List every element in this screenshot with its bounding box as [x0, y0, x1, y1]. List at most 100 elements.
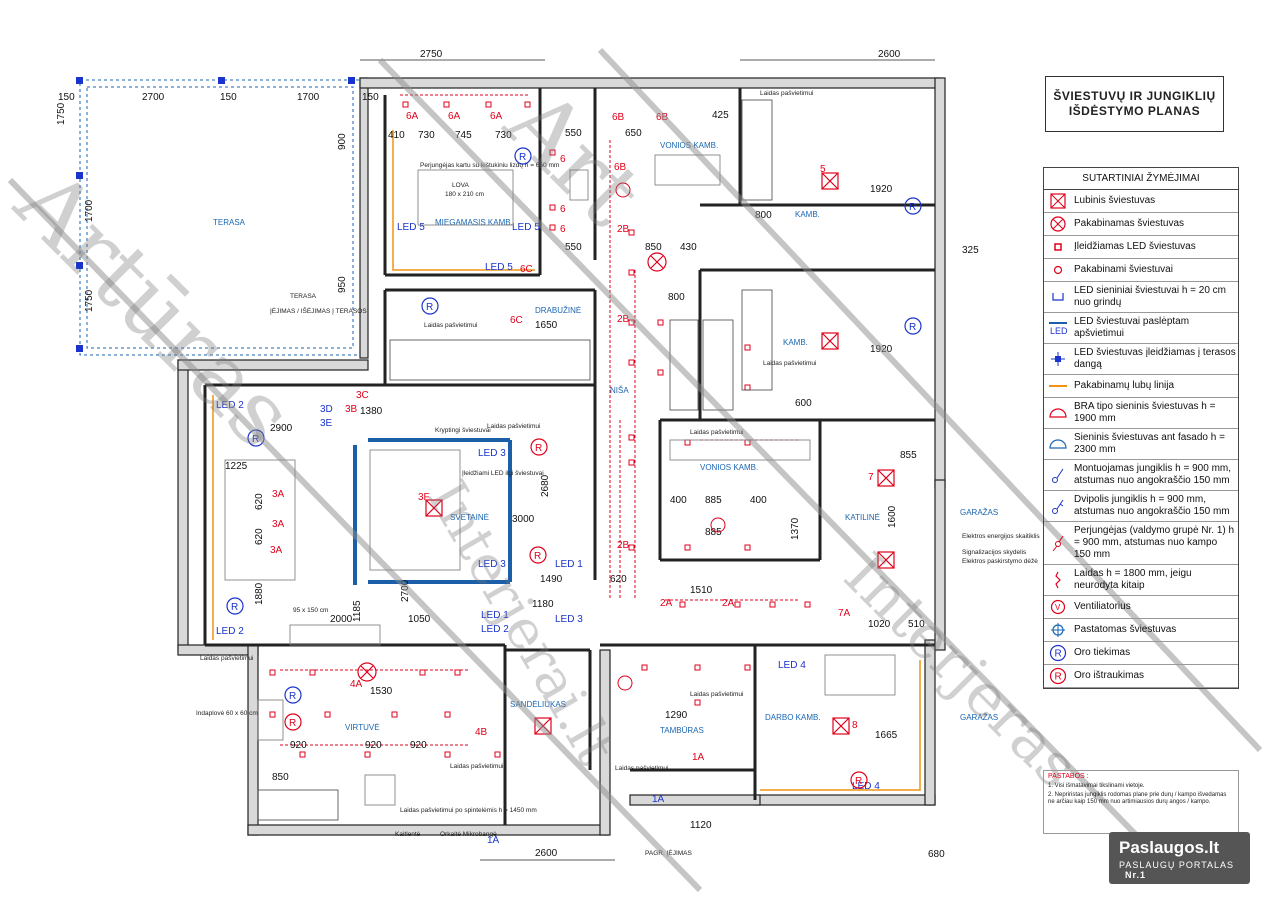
dim-top-150b: 150: [220, 92, 237, 103]
terrace-leds: [76, 77, 355, 352]
dim-620b: 620: [254, 528, 265, 545]
dim-620a: 620: [254, 493, 265, 510]
dim-745: 745: [455, 130, 472, 141]
air-mark-8: R: [535, 443, 542, 454]
circuit-6a-1: 6A: [406, 111, 419, 122]
dim-1600: 1600: [887, 505, 898, 528]
switch-icon: [1044, 466, 1072, 484]
dim-left-1750a: 1750: [56, 102, 67, 125]
led-2-c: LED 2: [481, 624, 509, 635]
circuit-4a: 4A: [350, 679, 363, 690]
wire-icon: [1044, 571, 1072, 589]
badge-subtitle: PASLAUGŲ PORTALAS Nr.1: [1109, 858, 1250, 882]
legend-label: Montuojamas jungiklis h = 900 mm, atstum…: [1074, 463, 1232, 486]
air-mark-9: R: [534, 551, 541, 562]
komoda-size-label: 95 x 150 cm: [293, 607, 328, 614]
pendant-small-icon: [1044, 265, 1072, 275]
terasa-door-label: TERASA: [290, 293, 317, 300]
legend-label: BRA tipo sieninis šviestuvas h = 1900 mm: [1074, 401, 1216, 424]
signalizacijos-label: Signalizacijos skydelis: [962, 549, 1027, 556]
plan-title: ŠVIESTUVŲ IR JUNGIKLIŲ IŠDĖSTYMO PLANAS: [1045, 76, 1224, 132]
wall-led-icon: [1044, 291, 1072, 303]
legend-row: Pakabinami šviestuvai: [1044, 259, 1238, 282]
led-5-c: LED 5: [485, 262, 513, 273]
circuit-8: 8: [852, 720, 858, 731]
circuit-3a-3: 3A: [270, 545, 283, 556]
paskirstymo-label: Elektros paskirstymo dėžė: [962, 558, 1038, 565]
dim-1920a: 1920: [870, 184, 893, 195]
plan-title-line-1: ŠVIESTUVŲ IR JUNGIKLIŲ: [1053, 89, 1216, 103]
legend-label: Pakabinamas šviestuvas: [1074, 218, 1185, 229]
dim-850b: 850: [645, 242, 662, 253]
svg-text:R: R: [1055, 672, 1062, 683]
air-marks: R R R R R R R R R R R: [226, 147, 922, 789]
bed-size: 180 x 210 cm: [445, 191, 484, 198]
paslaugos-badge[interactable]: Paslaugos.lt PASLAUGŲ PORTALAS Nr.1: [1109, 832, 1250, 884]
legend-label: LED sieniniai šviestuvai h = 20 cm nuo g…: [1074, 285, 1227, 308]
dim-top-2600: 2600: [878, 49, 901, 60]
notes-title: PASTABOS :: [1048, 773, 1089, 780]
pagr-iejimas: PAGR. ĮĖJIMAS: [645, 848, 692, 857]
dim-1370: 1370: [790, 517, 801, 540]
room-vonios-2: VONIOS KAMB.: [700, 463, 758, 472]
po-spintele-label: Laidas pašvietimui po spintelėmis h = 14…: [400, 807, 537, 814]
legend-label: Perjungėjas (valdymo grupė Nr. 1) h = 90…: [1074, 525, 1235, 560]
note-1: 1. Visi išmatavimai tikslinami vietoje.: [1048, 783, 1145, 789]
room-garazas-2: GARAŽAS: [960, 713, 998, 722]
recessed-led-icon: [1044, 242, 1072, 252]
circuit-2b-2: 2B: [617, 314, 630, 325]
iejimas-terasos: ĮĖJIMAS / IŠĖJIMAS Į TERASOS: [270, 306, 367, 315]
dim-top-2700: 2700: [142, 92, 165, 103]
dim-bottom-680: 680: [928, 849, 945, 860]
fixtures: [224, 154, 896, 806]
air-mark-1: R: [519, 152, 526, 163]
legend-row: Pakabinamas šviestuvas: [1044, 213, 1238, 236]
svg-text:LED: LED: [1050, 326, 1068, 336]
circuit-2b-1: 2B: [617, 224, 630, 235]
air-mark-10: R: [855, 776, 862, 787]
room-katiline: KATILINĖ: [845, 513, 880, 522]
dim-600: 600: [795, 398, 812, 409]
svg-text:V: V: [1055, 603, 1061, 612]
watermark-lines: [7, 47, 1263, 893]
air-supply-icon: R: [1044, 644, 1072, 662]
bed-label: LOVA: [452, 182, 470, 189]
legend-label: Pastatomas šviestuvas: [1074, 624, 1177, 635]
dim-1665: 1665: [875, 730, 898, 741]
dim-850: 850: [272, 772, 289, 783]
badge-title: Paslaugos.lt: [1119, 838, 1220, 857]
laidas-label-9: Laidas pašvietimui: [615, 765, 668, 772]
dim-1020: 1020: [868, 619, 891, 630]
dim-top-2750: 2750: [420, 49, 443, 60]
circuit-6c-1: 6C: [520, 264, 533, 275]
indaplove-label: Indaplovė 60 x 60 cm: [196, 710, 258, 717]
dim-920c: 920: [410, 740, 427, 751]
dim-1050: 1050: [408, 614, 431, 625]
dim-left-1750b: 1750: [84, 289, 95, 312]
dim-1880: 1880: [254, 582, 265, 605]
air-mark-5: R: [252, 434, 259, 445]
air-mark-2: R: [909, 202, 916, 213]
circuit-6-1: 6: [560, 154, 566, 165]
legend-row: LED šviestuvas įleidžiamas į terasos dan…: [1044, 344, 1238, 375]
circuit-3c: 3C: [356, 390, 369, 401]
air-mark-11: R: [289, 718, 296, 729]
dim-800b: 800: [668, 292, 685, 303]
circuit-3a-1: 3A: [272, 489, 285, 500]
led-4-a: LED 4: [778, 660, 806, 671]
laidas-label-5: Laidas pašvietimui: [690, 429, 743, 436]
legend-label: Dvipolis jungiklis h = 900 mm, atstumas …: [1074, 494, 1230, 517]
dim-920b: 920: [365, 740, 382, 751]
dim-1225: 1225: [225, 461, 248, 472]
fans: [615, 182, 726, 691]
legend-label: Pakabinami šviestuvai: [1074, 264, 1173, 275]
legend-label: Pakabinamų lubų linija: [1074, 380, 1175, 391]
elektros-label: Elektros energijos skaitiklis: [962, 533, 1040, 540]
circuit-6b-1: 6B: [612, 112, 625, 123]
circuit-6-3: 6: [560, 224, 566, 235]
legend-row: Pastatomas šviestuvas: [1044, 619, 1238, 642]
dim-885b: 885: [705, 527, 722, 538]
laidas-label-1: Laidas pašvietimui: [760, 90, 813, 97]
circuit-3b: 3B: [345, 404, 358, 415]
